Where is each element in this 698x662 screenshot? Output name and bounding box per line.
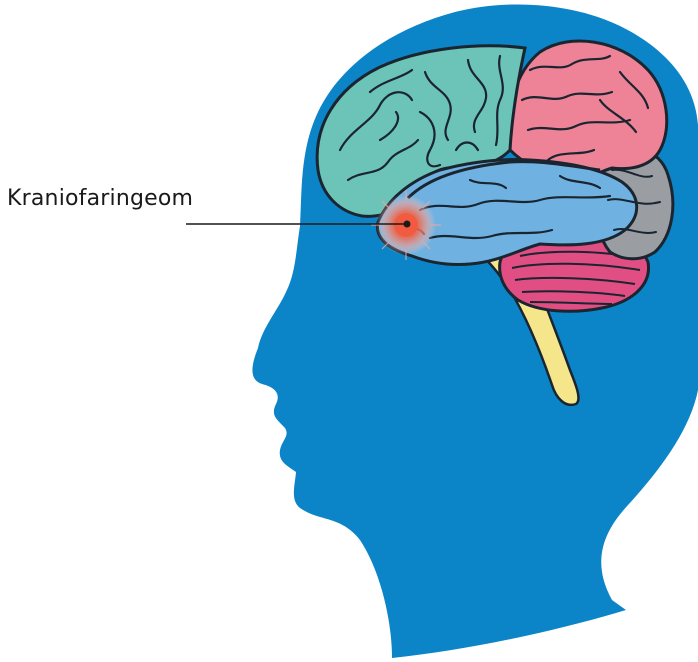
annotation-label: Kraniofaringeom [7,186,193,211]
